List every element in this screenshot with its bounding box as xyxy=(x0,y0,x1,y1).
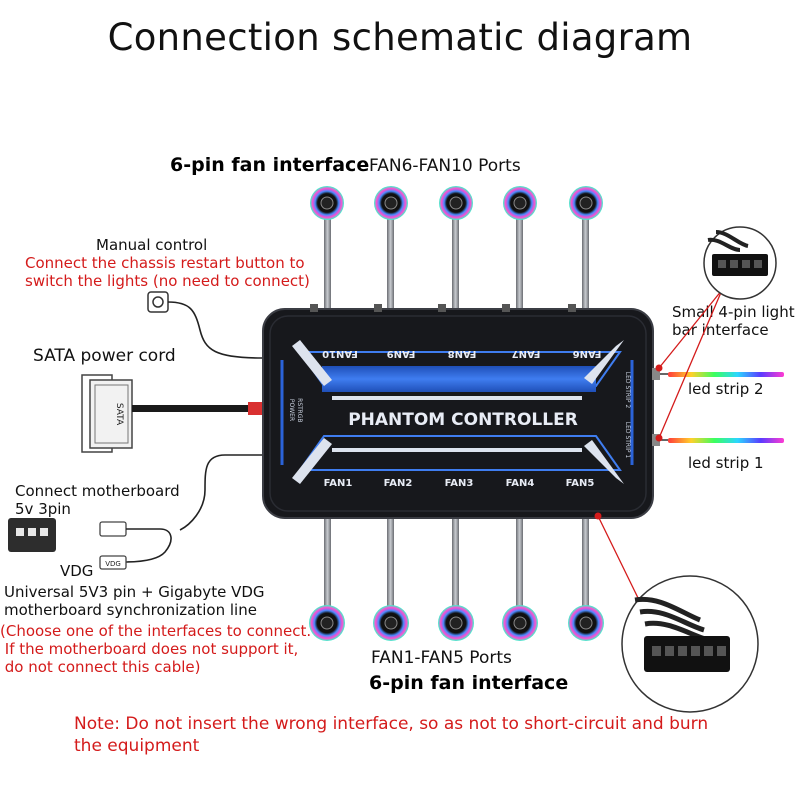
controller-top-port-labels: FAN10 FAN9 FAN8 FAN7 FAN6 xyxy=(322,348,601,359)
small-4pin-pointers xyxy=(655,289,723,442)
manual-control-desc-line1: Connect the chassis restart button to xyxy=(25,254,305,272)
top-ports-label: FAN6-FAN10 Ports xyxy=(369,156,521,176)
svg-text:SATA: SATA xyxy=(114,403,124,426)
bottom-fan-interface-label: 6-pin fan interface xyxy=(369,672,569,694)
vdg-label: VDG xyxy=(60,562,94,580)
svg-text:VDG: VDG xyxy=(105,560,121,568)
cable-fan3 xyxy=(452,515,459,607)
cable-fan7 xyxy=(516,218,523,310)
cable-fan1 xyxy=(324,515,331,607)
port-label-fan6: FAN6 xyxy=(573,348,602,359)
fan-icon-fan9 xyxy=(374,186,408,220)
fan-icon-fan2 xyxy=(373,605,409,641)
port-label-fan4: FAN4 xyxy=(506,478,535,489)
cable-fan8 xyxy=(452,218,459,310)
sata-power-cord-label: SATA power cord xyxy=(33,346,176,366)
port-label-fan7: FAN7 xyxy=(512,348,541,359)
warning-line1: (Choose one of the interfaces to connect… xyxy=(0,622,312,640)
fan-icon-fan4 xyxy=(502,605,538,641)
bottom-fans xyxy=(309,605,604,641)
fan-icon-fan6 xyxy=(569,186,603,220)
controller-side-label-led-2: LED STRIP 2 xyxy=(624,372,631,409)
page-title: Connection schematic diagram xyxy=(107,16,693,59)
port-label-fan1: FAN1 xyxy=(324,478,353,489)
led-strip-1-label: led strip 1 xyxy=(688,454,764,472)
controller-rgb-label: RGB xyxy=(296,410,303,423)
vdg-plug-icon xyxy=(99,555,127,570)
led-strip-2-socket xyxy=(652,368,660,380)
cable-fan6 xyxy=(582,218,589,310)
note-line2: the equipment xyxy=(74,736,200,756)
six-pin-connector-icon xyxy=(621,575,759,713)
port-label-fan9: FAN9 xyxy=(387,348,416,359)
fan-icon-fan3 xyxy=(438,605,474,641)
port-label-fan3: FAN3 xyxy=(445,478,474,489)
small-4pin-label-line2: bar interface xyxy=(672,321,769,339)
warning-line3: do not connect this cable) xyxy=(0,658,201,676)
5v-3pin-plug-icon xyxy=(99,521,127,537)
port-label-fan2: FAN2 xyxy=(384,478,413,489)
controller-side-label-led-1: LED STRIP 1 xyxy=(624,422,631,459)
note-line1: Note: Do not insert the wrong interface,… xyxy=(74,714,709,734)
manual-control-desc-line2: switch the lights (no need to connect) xyxy=(25,272,310,290)
led-strip-2-label: led strip 2 xyxy=(688,380,764,398)
universal-line2: motherboard synchronization line xyxy=(4,601,257,619)
top-fans xyxy=(310,186,603,220)
cable-fan10 xyxy=(324,218,331,310)
restart-button-icon xyxy=(147,291,169,313)
fan-icon-fan7 xyxy=(503,186,537,220)
motherboard-wire: VDG xyxy=(8,454,262,570)
led-strip-1-socket xyxy=(652,434,660,446)
manual-control-wire xyxy=(147,291,263,359)
controller-body xyxy=(262,304,660,519)
port-label-fan5: FAN5 xyxy=(566,478,595,489)
small-4pin-label-line1: Small 4-pin light xyxy=(672,303,795,321)
fan-icon-fan1 xyxy=(309,605,345,641)
bottom-fan-cables xyxy=(324,515,589,607)
port-label-fan8: FAN8 xyxy=(448,348,477,359)
port-label-fan10: FAN10 xyxy=(322,348,358,359)
controller-power-label: POWER xyxy=(288,399,295,421)
top-fan-cables xyxy=(324,218,589,310)
warning-line2: If the motherboard does not support it, xyxy=(0,640,299,658)
fan-icon-fan10 xyxy=(310,186,344,220)
cable-fan9 xyxy=(387,218,394,310)
motherboard-header-icon xyxy=(8,518,56,552)
motherboard-5v-3pin-label: 5v 3pin xyxy=(15,500,71,518)
connect-motherboard-label: Connect motherboard xyxy=(15,482,180,500)
cable-fan4 xyxy=(516,515,523,607)
controller-bottom-port-labels: FAN1 FAN2 FAN3 FAN4 FAN5 xyxy=(324,478,595,489)
sata-plug-icon: SATA xyxy=(81,374,262,453)
fan-icon-fan5 xyxy=(568,605,604,641)
bottom-ports-label: FAN1-FAN5 Ports xyxy=(371,648,512,668)
controller-rst-label: RST xyxy=(296,398,303,410)
controller-name: PHANTOM CONTROLLER xyxy=(348,410,578,430)
led-strip-2 xyxy=(660,372,784,377)
six-pin-pointer xyxy=(594,512,641,603)
universal-line1: Universal 5V3 pin + Gigabyte VDG xyxy=(4,583,265,601)
led-strip-1 xyxy=(660,438,784,443)
cable-fan2 xyxy=(387,515,394,607)
top-fan-interface-label: 6-pin fan interface xyxy=(170,154,370,176)
manual-control-title: Manual control xyxy=(96,236,208,254)
sata-plug-red-connector xyxy=(248,402,262,415)
fan-icon-fan8 xyxy=(439,186,473,220)
cable-fan5 xyxy=(582,515,589,607)
small-4pin-connector-icon xyxy=(703,226,777,300)
